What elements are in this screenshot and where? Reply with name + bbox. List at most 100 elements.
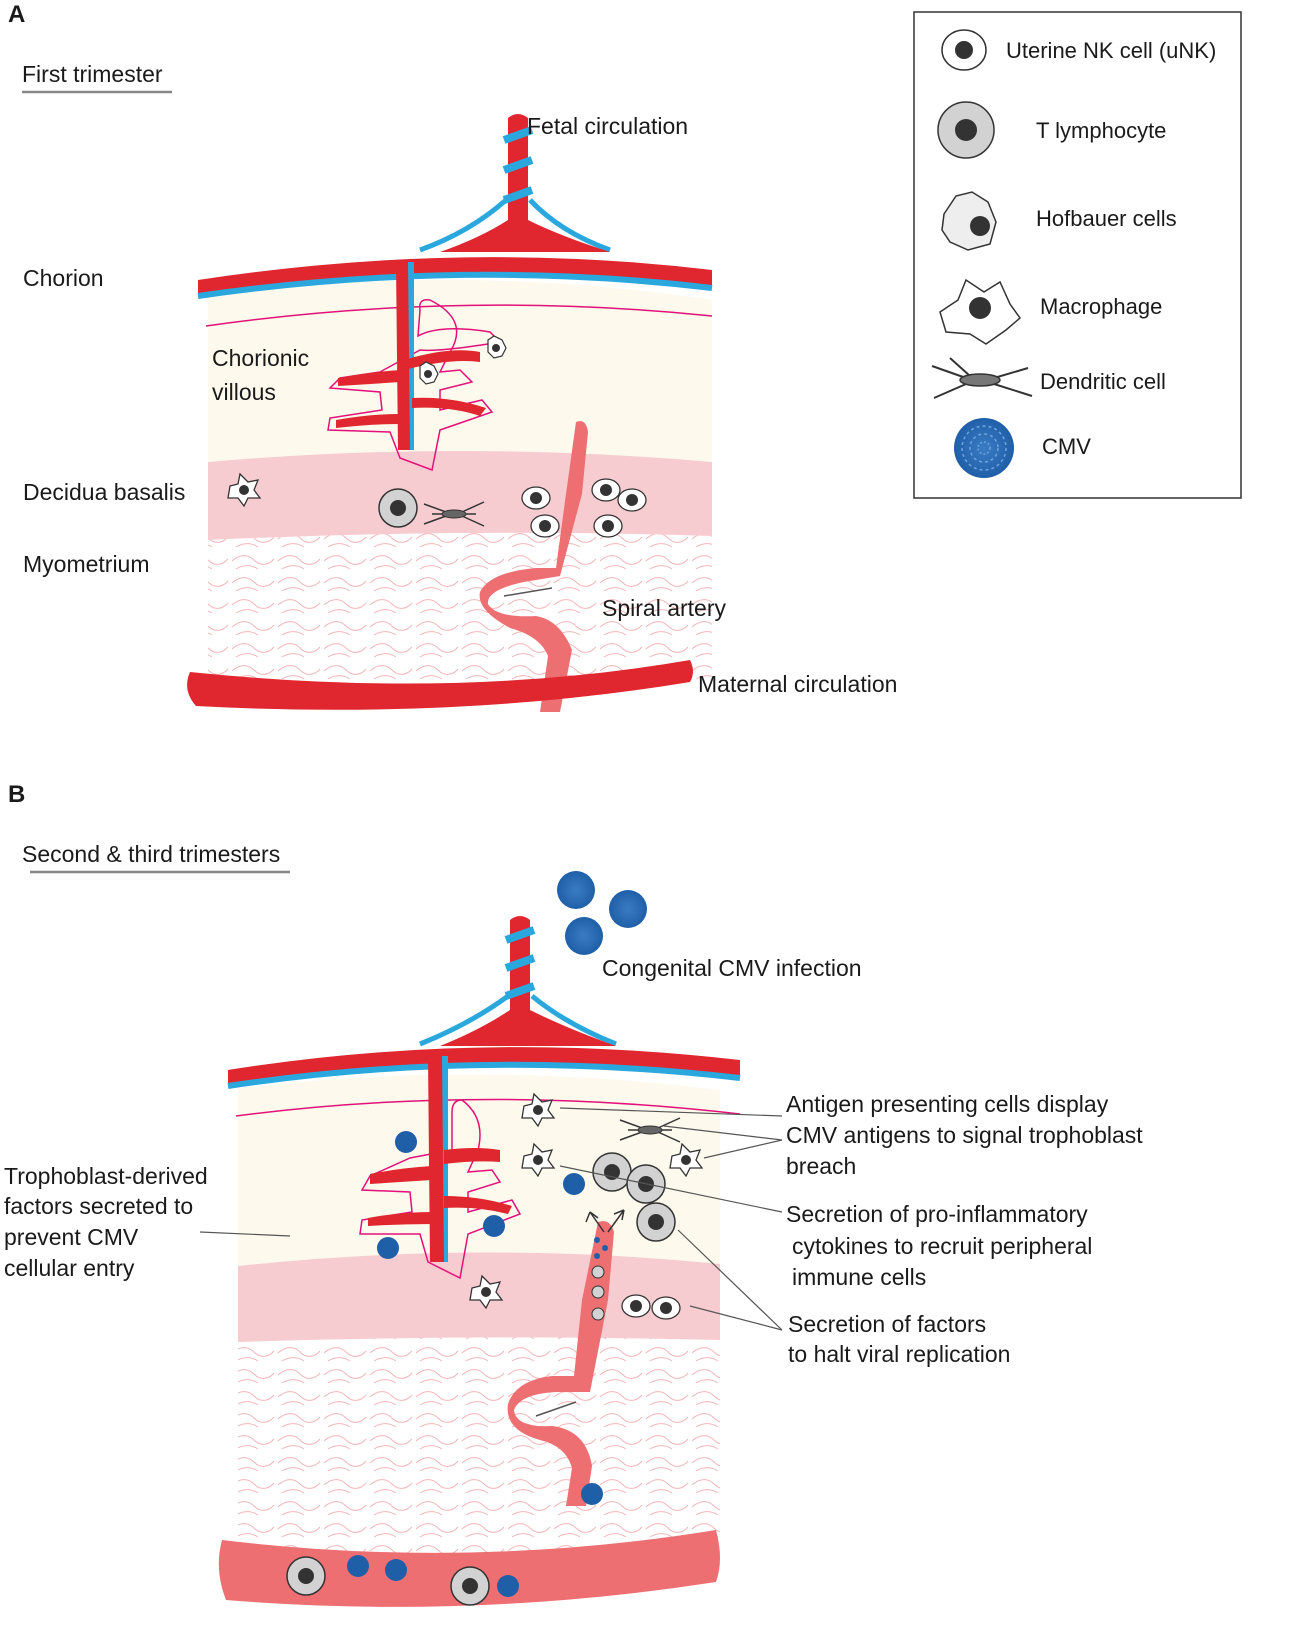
myometrium-layer-a (208, 532, 712, 702)
label-spiral-artery-a: Spiral artery (602, 595, 726, 621)
panel-b-subtitle: Second & third trimesters (22, 841, 280, 867)
villous-branch-1-b (370, 1166, 432, 1184)
cmv-virus-icon (609, 890, 647, 928)
unk-cell-icon (591, 478, 621, 502)
cmv-virus-icon (497, 1575, 519, 1597)
pointer-apc-1 (559, 1107, 783, 1117)
cmv-virus-icon (377, 1237, 399, 1259)
villous-branch-4-a (412, 397, 486, 416)
label-fetal-circulation-a: Fetal circulation (527, 113, 688, 139)
label-trophoblast-4: cellular entry (4, 1255, 135, 1281)
villous-branch-4-b (444, 1196, 512, 1214)
panel-b: B Second & third trimesters (4, 781, 1143, 1607)
macrophage-icon (939, 278, 1022, 345)
chorionic-villous-outline-b (359, 1099, 522, 1280)
label-chorionic-a: Chorionic (212, 345, 309, 371)
villous-branch-3-a (336, 414, 400, 428)
myometrium-layer-b (238, 1337, 720, 1560)
chorion-red-vessel-b (228, 1047, 740, 1086)
spiral-artery-a (479, 421, 588, 712)
cmv-virus-icon (557, 871, 595, 909)
t-lymphocyte-icon (937, 101, 995, 159)
chorion-layer-b (238, 1074, 720, 1266)
unk-cell-icon (621, 1294, 651, 1318)
t-lymphocyte-icon (591, 1265, 605, 1279)
chorion-membrane-b (235, 1098, 741, 1117)
pointer-halt-1 (677, 1229, 783, 1331)
fetal-stem-twist-a (502, 126, 534, 204)
unk-cell-icon (617, 488, 647, 512)
fetal-branch-blue-a (419, 198, 611, 253)
label-apc-3: breach (786, 1153, 856, 1179)
legend-label-unk: Uterine NK cell (uNK) (1006, 38, 1216, 63)
cmv-virus-icon (385, 1559, 407, 1581)
unk-cell-icon (941, 29, 987, 71)
legend-label-macrophage: Macrophage (1040, 294, 1162, 319)
chorion-blue-vessel-b (227, 1061, 741, 1089)
villous-branch-2-b (368, 1212, 432, 1226)
decidua-layer-a (208, 451, 712, 540)
panel-a: A First trimester (8, 1, 897, 712)
maternal-vessel-a (187, 660, 693, 710)
fetal-branch-red-b (440, 1010, 616, 1046)
spiral-artery-b (507, 1221, 614, 1506)
label-halt-2: to halt viral replication (788, 1341, 1010, 1367)
t-lymphocyte-icon (591, 1285, 605, 1299)
pointer-trophoblast (199, 1231, 291, 1237)
label-villous-a: villous (212, 379, 276, 405)
t-lymphocyte-icon (636, 1202, 676, 1242)
fetal-branch-red-a (440, 220, 610, 252)
chorion-membrane-a (205, 304, 713, 327)
label-trophoblast-1: Trophoblast-derived (4, 1163, 208, 1189)
hofbauer-cell-icon (941, 191, 997, 251)
label-chorion-a: Chorion (23, 265, 104, 291)
cmv-virus-icon (565, 917, 603, 955)
label-cytokines-2: cytokines to recruit peripheral (792, 1233, 1092, 1259)
chorion-red-vessel-a (198, 257, 712, 296)
pointer-apc-2 (663, 1125, 783, 1141)
label-decidua-basalis-a: Decidua basalis (23, 479, 185, 505)
label-cytokines-1: Secretion of pro-inflammatory (786, 1201, 1088, 1227)
panel-a-letter: A (8, 1, 25, 28)
panel-a-subtitle: First trimester (22, 61, 163, 87)
t-lymphocyte-icon (592, 1152, 632, 1192)
fetal-stem-vessel-a (508, 114, 528, 232)
unk-cell-icon (651, 1296, 681, 1320)
label-myometrium-a: Myometrium (23, 551, 150, 577)
legend-label-t-lymphocyte: T lymphocyte (1036, 118, 1166, 143)
legend-box (913, 11, 1242, 499)
cmv-virus-icon (563, 1173, 585, 1195)
pointer-cytokines (559, 1165, 783, 1213)
unk-cell-icon (521, 486, 551, 510)
spiral-artery-pointer-b (535, 1401, 577, 1417)
t-lymphocyte-icon (286, 1556, 326, 1596)
label-cytokines-3: immune cells (792, 1264, 926, 1290)
dendritic-cell-icon (931, 357, 1033, 399)
label-congenital-cmv: Congenital CMV infection (602, 955, 862, 981)
label-apc-2: CMV antigens to signal trophoblast (786, 1122, 1143, 1148)
cmv-virus-icon (954, 418, 1014, 478)
label-trophoblast-2: factors secreted to (4, 1193, 193, 1219)
unk-cell-icon (530, 514, 560, 538)
legend-label-dendritic: Dendritic cell (1040, 369, 1166, 394)
label-apc-1: Antigen presenting cells display (786, 1091, 1109, 1117)
t-lymphocyte-icon (591, 1307, 605, 1321)
villous-branch-3-b (444, 1148, 500, 1164)
label-halt-1: Secretion of factors (788, 1311, 986, 1337)
label-trophoblast-3: prevent CMV (4, 1224, 139, 1250)
villous-red-stem-b (428, 1056, 444, 1262)
pointer-apc-3 (703, 1139, 783, 1159)
label-maternal-circulation-a: Maternal circulation (698, 671, 897, 697)
villous-red-stem-a (396, 262, 410, 450)
legend-label-cmv: CMV (1042, 434, 1091, 459)
spiral-artery-pointer-a (503, 587, 553, 597)
fetal-stem-twist-b (504, 926, 536, 1000)
cmv-virus-icon (395, 1131, 417, 1153)
panel-b-letter: B (8, 781, 25, 808)
cmv-virus-icon (483, 1215, 505, 1237)
release-arrows (585, 1209, 625, 1233)
fetal-branch-blue-b (419, 993, 617, 1047)
t-lymphocyte-icon (450, 1566, 490, 1606)
legend: Uterine NK cell (uNK) T lymphocyte Hofba… (913, 11, 1242, 499)
